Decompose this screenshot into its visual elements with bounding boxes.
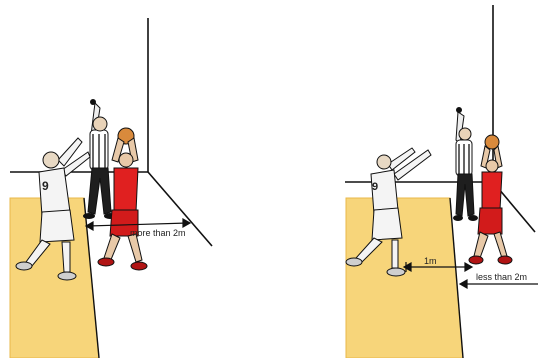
left-white-jersey-number: 9 <box>42 179 49 193</box>
right-red-player <box>469 135 512 264</box>
right-distance-label: less than 2m <box>476 272 527 282</box>
right-1m-label: 1m <box>424 256 437 266</box>
left-panel: 9 more than 2m <box>10 18 212 358</box>
right-white-jersey-number: 9 <box>372 181 378 193</box>
right-court-floor <box>346 198 463 358</box>
right-panel: 9 1m <box>345 5 538 358</box>
left-distance-label: more than 2m <box>130 228 186 238</box>
right-referee <box>453 107 478 221</box>
